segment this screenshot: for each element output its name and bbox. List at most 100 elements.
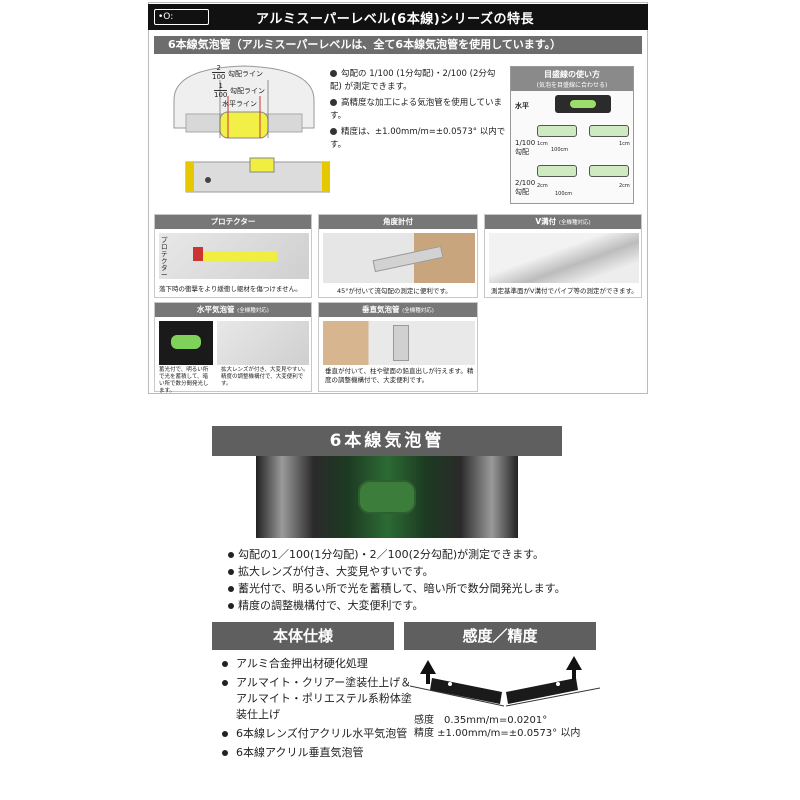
protector-side-label: プロテクター [161,236,168,279]
frac-1-top: 1 [218,82,223,90]
hvial-note: (全機種対応) [237,308,269,314]
feature-bullet: 精度は、±1.00mm/m=±0.0573° 以内です。 [330,126,506,152]
vial-2-100-left-icon [537,165,577,177]
spec-item: 6本線アクリル垂直気泡管 [222,745,412,761]
label-1-100: 勾配ライン [230,87,265,95]
bullet-icon [222,680,228,686]
spec-item: アルマイト・クリアー塗装仕上げ＆アルマイト・ポリエステル系粉体塗装仕上げ [222,675,412,723]
bullet-icon [222,661,228,667]
box-vgroove-caption: 測定基準面がV溝付でパイプ等の測定ができます。 [491,287,638,295]
label-2-100: 勾配ライン [228,70,263,78]
angle-image [323,233,475,283]
list-item-text: 勾配の1／100(1分勾配)・2／100(2分勾配)が測定できます。 [238,548,545,561]
feature-text: 高精度な加工による気泡管を使用しています。 [330,98,502,121]
guide-cm1-left: 1cm [537,141,548,147]
spec-title: 本体仕様 [212,622,394,650]
guide-cm2-left: 2cm [537,183,548,189]
box-hvial: 水平気泡管 (全機種対応) 蓄光付で、明るい所で光を蓄積して、暗い所で数分間発光… [154,302,312,394]
box-vvial-caption: 垂直が付いて、柱や壁面の鉛直出しが行えます。精度の調整機構付で、大変便利です。 [325,367,474,384]
vial-section-title: 6本線気泡管 [212,426,562,456]
sub-banner: 6本線気泡管（アルミスーパーレベルは、全て6本線気泡管を使用しています。） [154,36,642,54]
frac-2-100: 2 100 [212,64,226,81]
guide-subtitle: (気泡を目盛線に合わせる) [536,82,608,89]
frac-2-top: 2 [216,64,221,72]
vgroove-image [489,233,639,283]
list-item-text: 蓄光付で、明るい所で光を蓄積して、暗い所で数分間発光します。 [238,582,566,595]
spec-item-text: アルミ合金押出材硬化処理 [236,657,368,670]
box-vgroove: V溝付 (全機種対応) 測定基準面がV溝付でパイプ等の測定ができます。 [484,214,642,298]
angle-level-icon [372,245,444,273]
box-protector: プロテクター プロテクター 落下時の衝撃をより緩衝し躯材を傷つけません。 [154,214,312,298]
guide-title: 目盛線の使い方 [544,70,600,79]
protector-bar-icon [203,251,277,261]
list-item: 蓄光付で、明るい所で光を蓄積して、暗い所で数分間発光します。 [228,580,568,597]
bullet-icon [330,99,337,106]
feature-bullet: 高精度な加工による気泡管を使用しています。 [330,97,506,123]
vvial-note: (全機種対応) [402,308,434,314]
box-hvial-head: 水平気泡管 (全機種対応) [155,303,311,317]
sensitivity-title: 感度／精度 [404,622,596,650]
label-level: 水平ライン [222,100,257,108]
box-angle: 角度計付 45°が付いて流勾配の測定に便利です。 [318,214,478,298]
feature-bullet: 勾配の 1/100 (1分勾配)・2/100 (2分勾配) が測定できます。 [330,68,506,94]
box-vvial-head: 垂直気泡管 (全機種対応) [319,303,477,317]
box-protector-head: プロテクター [155,215,311,229]
list-item-text: 精度の調整機構付で、大変便利です。 [238,599,424,612]
top-banner: •O: アルミスーパーレベル(6本線)シリーズの特長 [148,4,648,30]
spec-item-text: 6本線アクリル垂直気泡管 [236,746,364,759]
spec-list: アルミ合金押出材硬化処理 アルマイト・クリアー塗装仕上げ＆アルマイト・ポリエステ… [222,656,412,764]
bullet-icon [228,569,234,575]
box-protector-caption: 落下時の衝撃をより緩衝し躯材を傷つけません。 [159,285,302,293]
accuracy-line: 精度 ±1.00mm/m=±0.0573° 以内 [414,728,581,739]
protector-image: プロテクター [159,233,309,279]
protector-cap-icon [193,247,203,261]
bullet-icon [228,552,234,558]
guide-len-2: 100cm [555,191,573,197]
vgroove-head-text: V溝付 [535,217,557,226]
vial-level-icon [555,95,611,113]
box-angle-head: 角度計付 [319,215,477,229]
vial-feature-list: 勾配の1／100(1分勾配)・2／100(2分勾配)が測定できます。 拡大レンズ… [228,546,568,614]
guide-header: 目盛線の使い方 (気泡を目盛線に合わせる) [511,67,633,91]
level-logo-icon: •O: [154,9,209,25]
feature-text: 精度は、±1.00mm/m=±0.0573° 以内です。 [330,127,506,150]
banner-title: アルミスーパーレベル(6本線)シリーズの特長 [256,12,535,27]
vial-1-100-left-icon [537,125,577,137]
list-item: 精度の調整機構付で、大変便利です。 [228,597,568,614]
hvial-lens-image [217,321,309,365]
vvial-level-icon [393,325,409,361]
level-diagram: 2 100 勾配ライン 1 100 勾配ライン 水平ライン [160,58,331,210]
sensitivity-diagram [409,652,601,710]
frac-1-bottom: 100 [214,90,228,99]
bubble-icon [358,480,416,514]
guide-box: 目盛線の使い方 (気泡を目盛線に合わせる) 水平 1/100勾配 1cm 100… [510,66,634,204]
bullet-icon [228,586,234,592]
guide-cm2-right: 2cm [619,183,630,189]
spec-item: 6本線レンズ付アクリル水平気泡管 [222,726,412,742]
list-item: 勾配の1／100(1分勾配)・2／100(2分勾配)が測定できます。 [228,546,568,563]
sensitivity-text: 感度 0.35mm/m=0.0201° 精度 ±1.00mm/m=±0.0573… [414,714,614,740]
bullet-icon [222,731,228,737]
guide-cm1-right: 1cm [619,141,630,147]
spec-item: アルミ合金押出材硬化処理 [222,656,412,672]
guide-row-2-100: 2/100勾配 [515,179,536,196]
vial-photo [256,456,518,538]
vgroove-note: (全機種対応) [558,220,591,226]
bullet-icon [330,70,337,77]
feature-text: 勾配の 1/100 (1分勾配)・2/100 (2分勾配) が測定できます。 [330,69,496,92]
list-item: 拡大レンズが付き、大変見やすいです。 [228,563,568,580]
vial-1-100-right-icon [589,125,629,137]
guide-row-level: 水平 [515,102,529,110]
list-item-text: 拡大レンズが付き、大変見やすいです。 [238,565,434,578]
box-vgroove-head: V溝付 (全機種対応) [485,215,641,229]
hvial-caption-right: 拡大レンズが付き、大変見やすい。精度の調整機構付で、大変便利です。 [221,367,309,387]
vvial-head-text: 垂直気泡管 [362,305,400,314]
vial-2-100-right-icon [589,165,629,177]
hvial-caption-left: 蓄光付で、明るい所で光を蓄積して、暗い所で数分間発光します。 [159,367,209,394]
sensitivity-svg [409,656,601,707]
guide-row-1-100: 1/100勾配 [515,139,536,156]
frac-2-bottom: 100 [212,72,226,81]
frac-1-100: 1 100 [214,82,228,99]
sensitivity-line: 感度 0.35mm/m=0.0201° [414,715,548,726]
box-vvial: 垂直気泡管 (全機種対応) 垂直が付いて、柱や壁面の鉛直出しが行えます。精度の調… [318,302,478,392]
